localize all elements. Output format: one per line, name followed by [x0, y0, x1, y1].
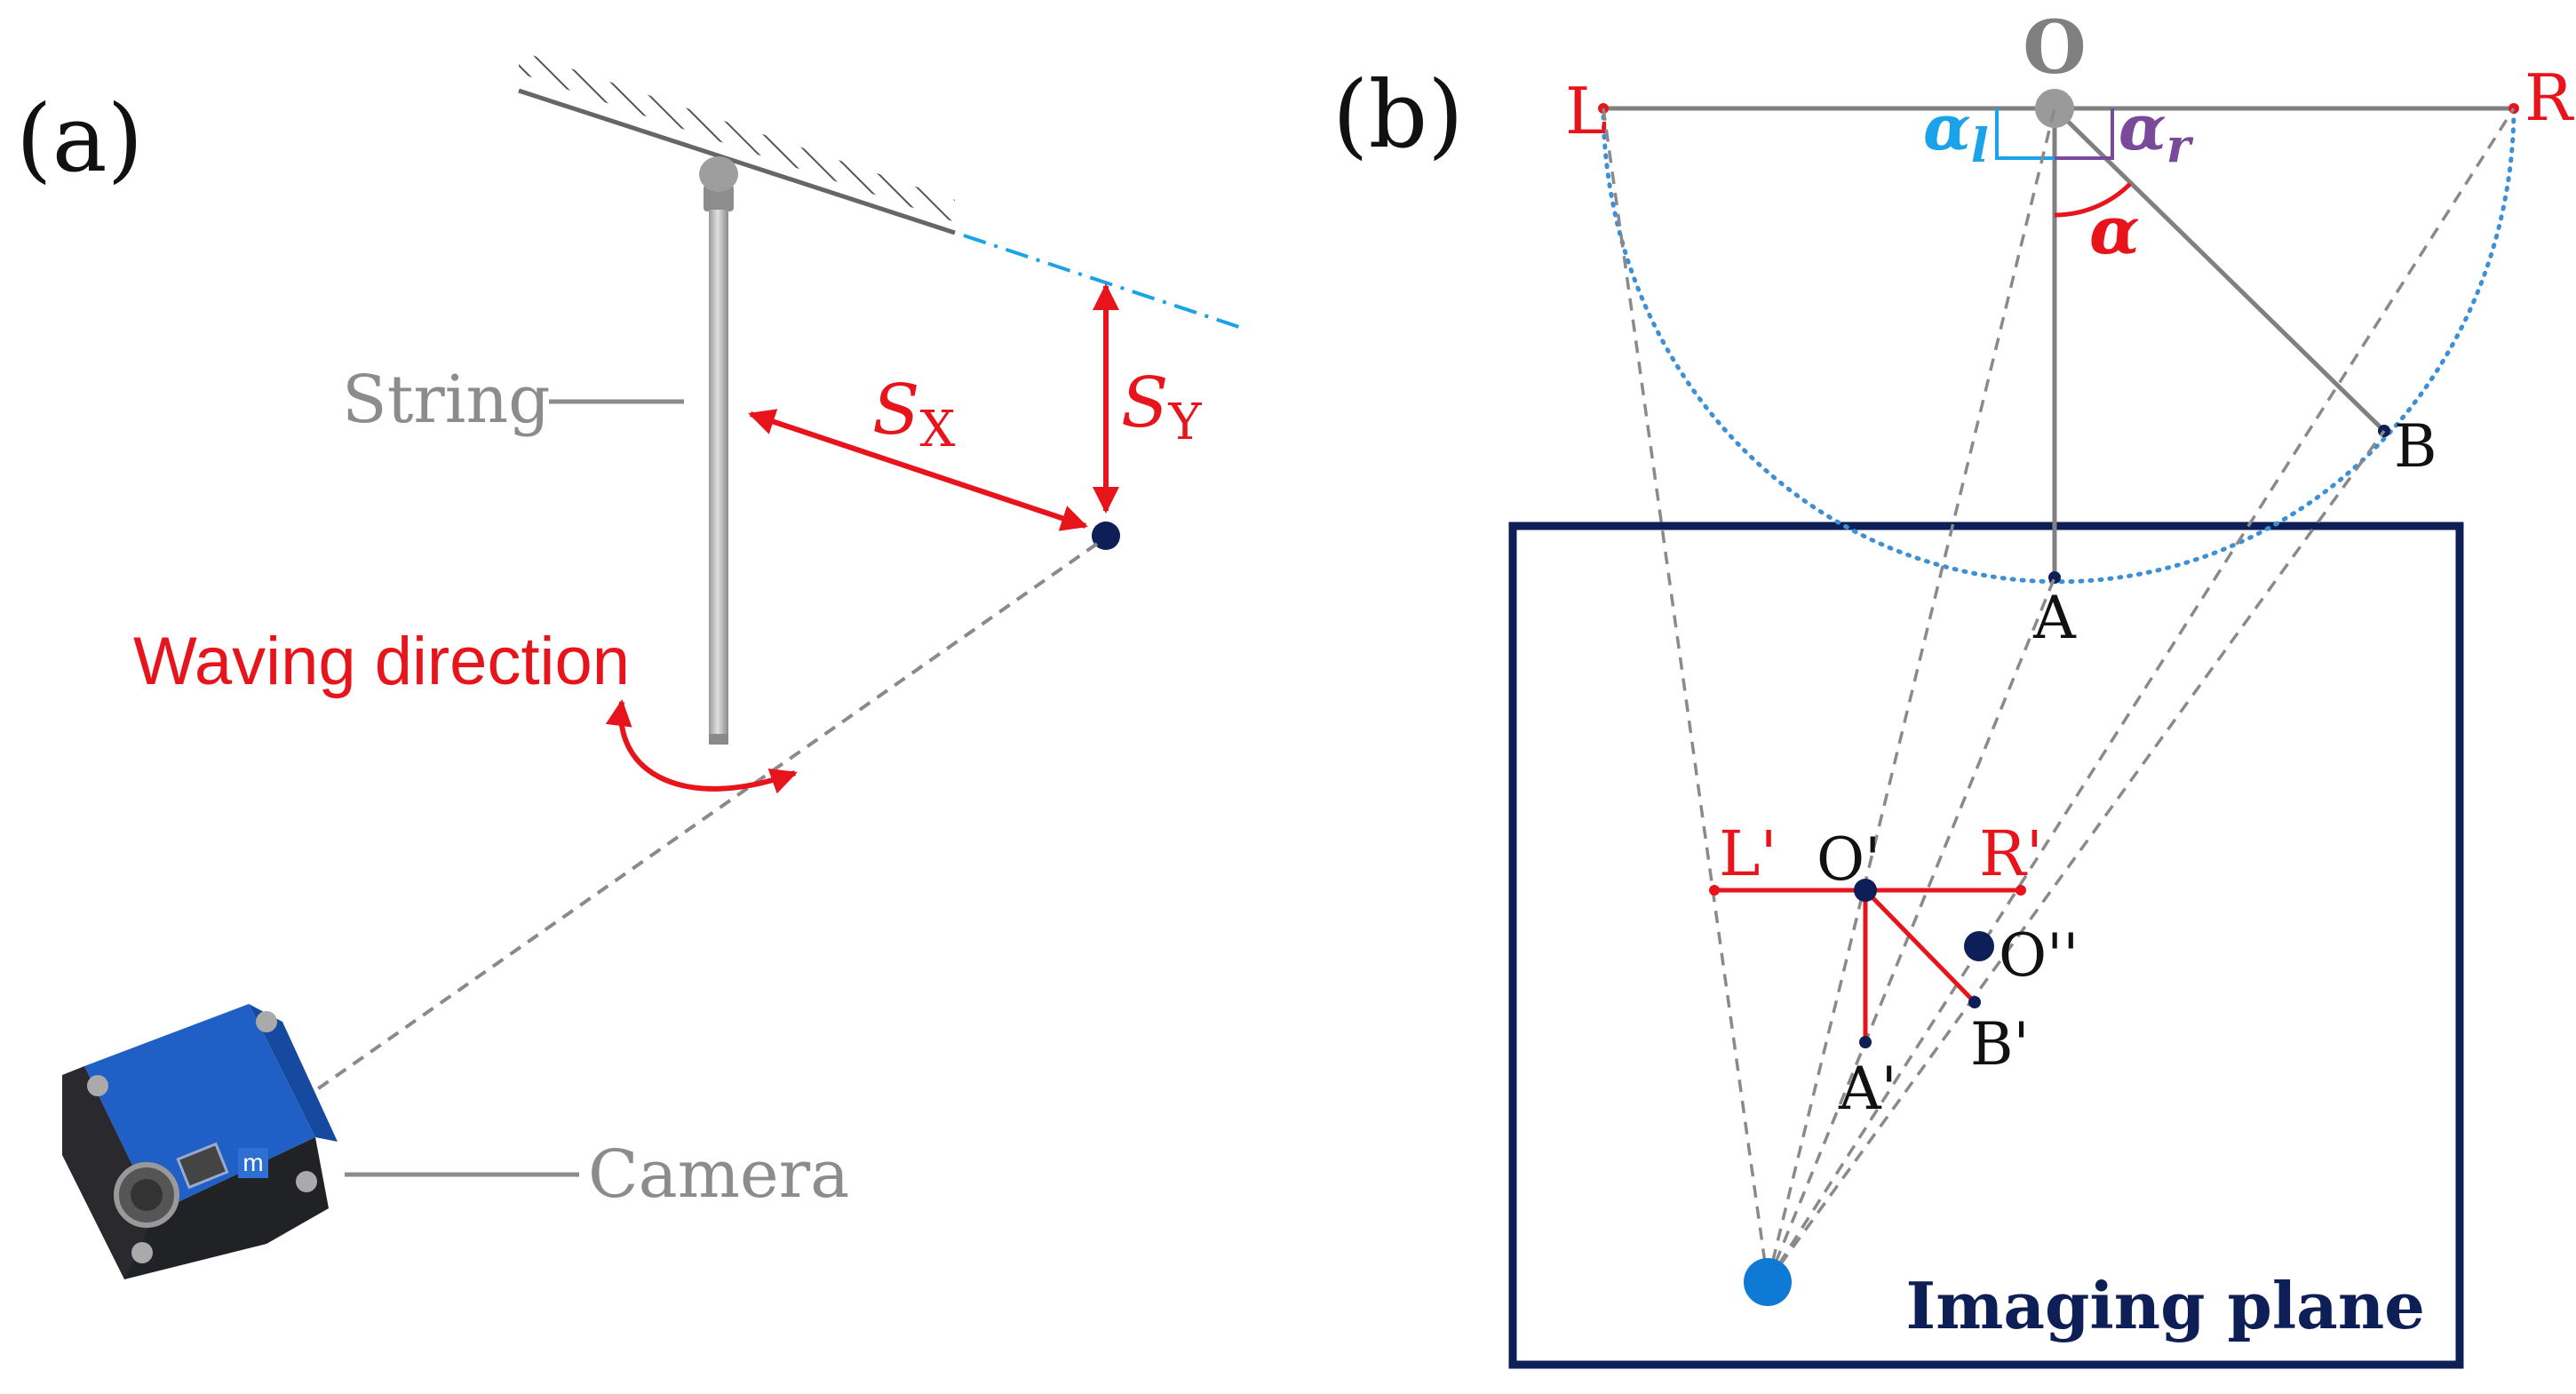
- line-OB: [2053, 107, 2386, 433]
- projection-lines: [1602, 108, 2516, 1284]
- panel-a: (a) String SX SY Waving direction: [16, 51, 1240, 1279]
- imaging-plane-label: Imaging plane: [1906, 1268, 2425, 1343]
- alpha-l-right-angle: [1995, 108, 2055, 160]
- string-rod: [699, 156, 738, 745]
- sx-label: SX: [872, 370, 955, 458]
- label-L: L: [1565, 74, 1608, 148]
- alpha-r-right-angle: [2055, 108, 2114, 160]
- label-Op: O': [1817, 825, 1880, 894]
- point-Bp: [1968, 996, 1981, 1008]
- ceiling-hatch: [518, 51, 956, 235]
- swing-arc: [1601, 104, 2516, 585]
- alpha-arc: [2054, 182, 2132, 218]
- label-R: R: [2524, 60, 2574, 135]
- point-Opp: [1964, 931, 1994, 961]
- label-Rp: R': [1979, 817, 2043, 890]
- focal-point: [1744, 1258, 1792, 1306]
- string-label: String: [342, 362, 551, 438]
- label-alpha-l: αl: [1923, 91, 1989, 173]
- camera-label: Camera: [588, 1136, 849, 1213]
- label-Opp: O'': [1999, 921, 2079, 990]
- imaging-plane-frame: [1508, 522, 2464, 1369]
- label-Bp: B': [1970, 1010, 2030, 1079]
- label-alpha-r: αr: [2119, 91, 2194, 173]
- sy-label: SY: [1121, 363, 1202, 451]
- label-alpha: α: [2089, 193, 2140, 269]
- camera-logo: m: [242, 1149, 263, 1176]
- reference-dashdot-line: [963, 234, 1240, 329]
- label-Lp: L': [1719, 817, 1777, 890]
- pivot-O: [2035, 89, 2074, 128]
- point-Op: [1854, 879, 1877, 902]
- panel-b: (b) Imaging plane O L R αl αr α B: [1332, 5, 2574, 1369]
- panel-b-label: (b): [1332, 60, 1464, 169]
- waving-direction-arrow: [605, 699, 798, 794]
- sx-arrow: [748, 409, 1088, 531]
- point-Ap: [1859, 1036, 1872, 1048]
- label-B: B: [2394, 412, 2437, 481]
- point-A: [2048, 571, 2061, 584]
- label-A: A: [2032, 584, 2077, 652]
- point-Lp: [1709, 885, 1720, 896]
- camera-icon: m: [62, 1004, 338, 1279]
- panel-a-label: (a): [16, 84, 143, 193]
- camera-sightline: [291, 542, 1099, 1108]
- label-Ap: A': [1838, 1055, 1897, 1123]
- waving-direction-label: Waving direction: [133, 624, 630, 699]
- point-Rp: [2015, 885, 2026, 896]
- target-point: [1092, 522, 1120, 550]
- label-O: O: [2023, 5, 2086, 91]
